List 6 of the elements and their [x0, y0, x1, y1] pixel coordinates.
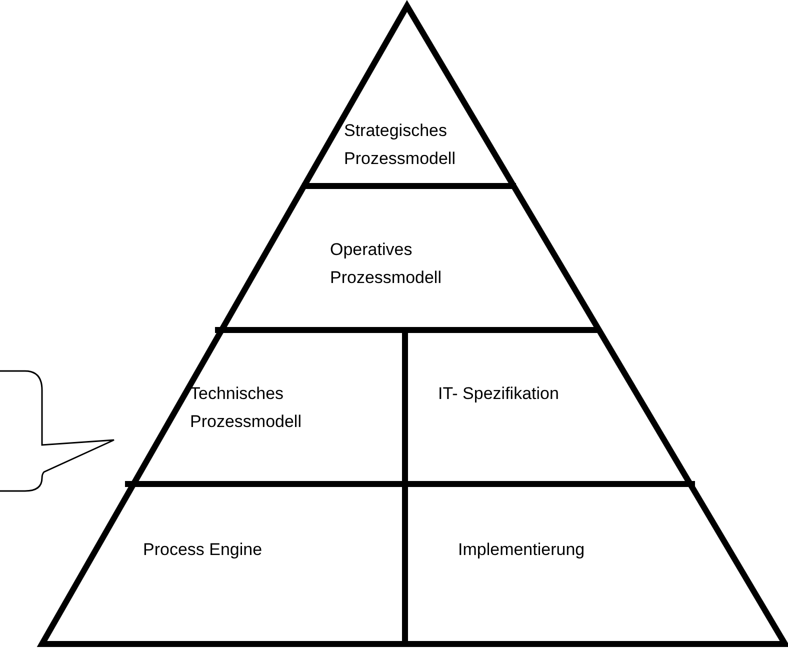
pyramid-section-label: Process Engine	[143, 536, 293, 564]
pyramid-section-label: IT- Spezifikation	[438, 380, 568, 408]
pyramid-section-label: Implementierung	[458, 536, 618, 564]
pyramid-level-label: Operatives Prozessmodell	[330, 236, 470, 292]
pyramid-section-label: Technisches Prozessmodell	[190, 380, 340, 436]
pyramid-level-label: Strategisches Prozessmodell	[344, 117, 474, 173]
